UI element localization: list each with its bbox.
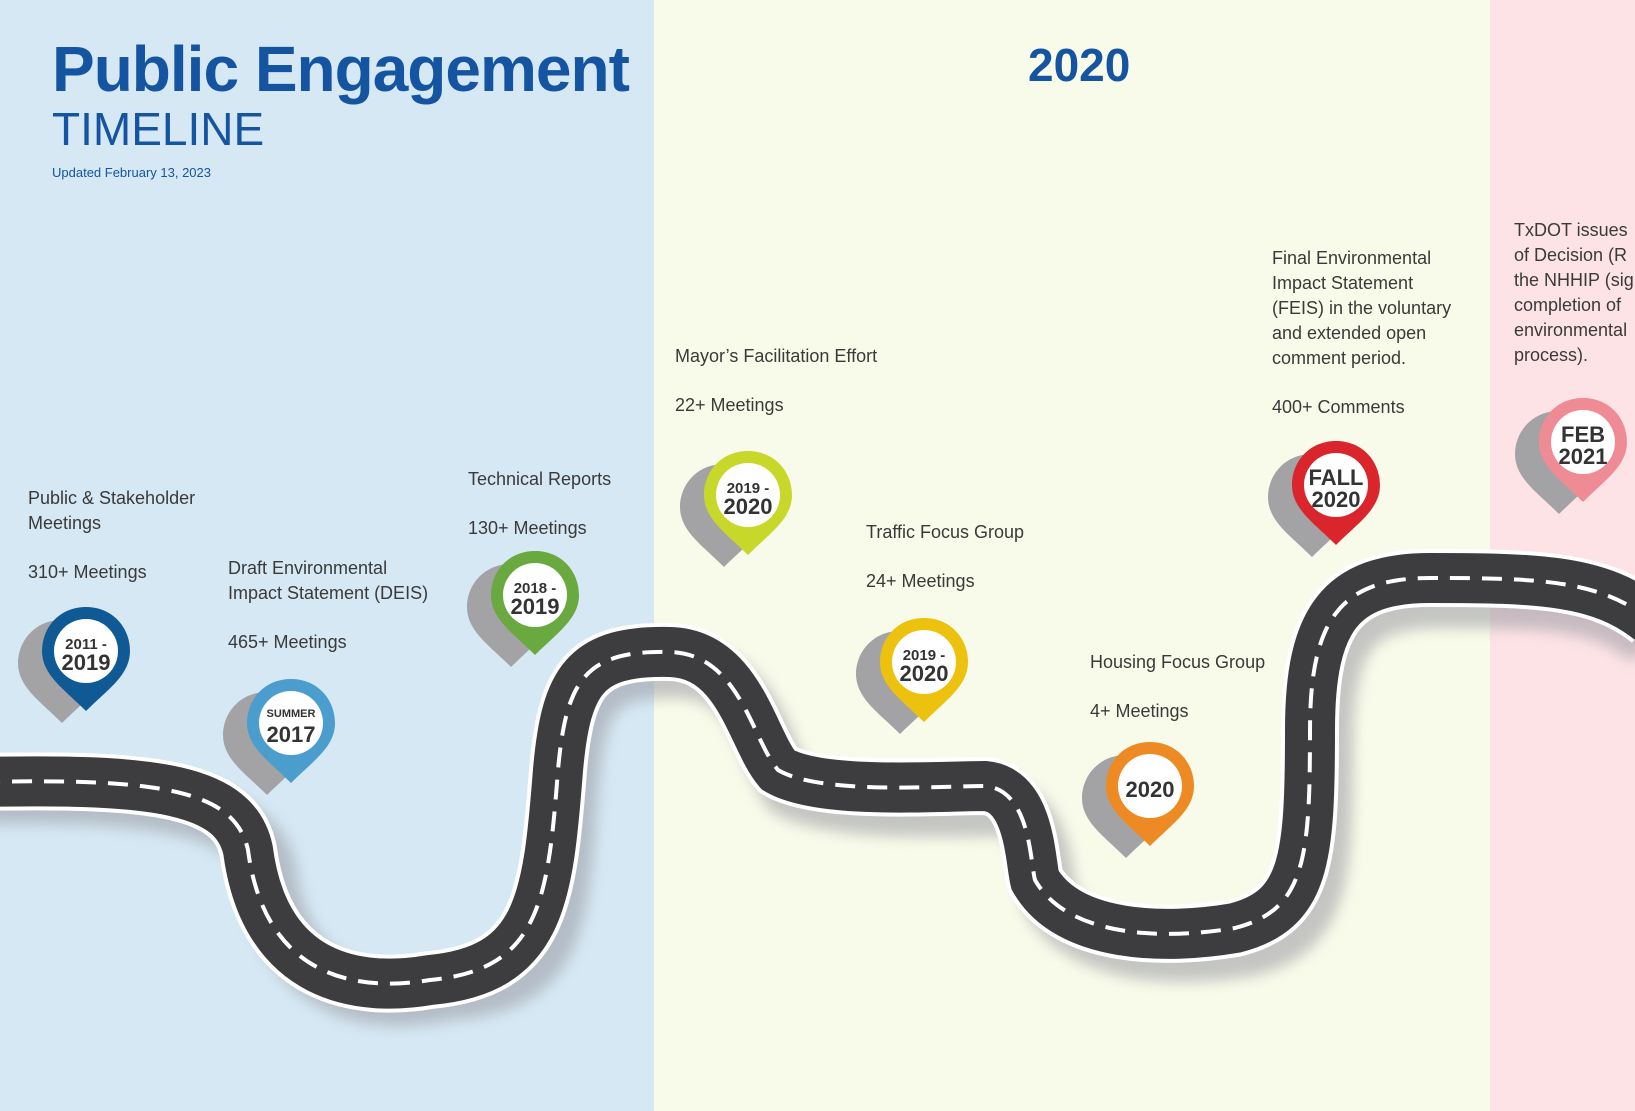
label-mayor-facilitation: Mayor’s Facilitation Effort 22+ Meetings [675, 344, 877, 418]
map-pin-icon [1515, 398, 1627, 514]
label-feis: Final Environmental Impact Statement (FE… [1272, 246, 1451, 420]
label-technical-reports: Technical Reports 130+ Meetings [468, 467, 611, 541]
count-traffic-focus: 24+ Meetings [866, 571, 975, 591]
label-public-stakeholder: Public & Stakeholder Meetings 310+ Meeti… [28, 486, 195, 585]
count-housing-focus: 4+ Meetings [1090, 701, 1189, 721]
year-heading-2020: 2020 [1028, 39, 1131, 91]
map-pin-icon [1268, 441, 1380, 557]
count-public-stakeholder: 310+ Meetings [28, 562, 147, 582]
label-traffic-focus: Traffic Focus Group 24+ Meetings [866, 520, 1024, 594]
pin-badge: 2018 -2019 [510, 579, 560, 619]
pin-technical-reports: 2018 -2019 [467, 551, 601, 691]
pin-public-stakeholder: 2011 -2019 [18, 607, 152, 747]
count-deis: 465+ Meetings [228, 632, 347, 652]
pin-badge: 2019 -2020 [723, 479, 773, 519]
count-feis: 400+ Comments [1272, 397, 1405, 417]
pin-badge: 2020 [1125, 777, 1175, 802]
count-technical-reports: 130+ Meetings [468, 518, 587, 538]
map-pin-icon [680, 451, 792, 567]
pin-mayor-facilitation: 2019 -2020 [680, 451, 814, 591]
map-pin-icon [1082, 742, 1194, 858]
label-record-of-decision: TxDOT issues of Decision (R the NHHIP (s… [1514, 220, 1634, 365]
map-pin-icon [467, 551, 579, 667]
pin-housing-focus: 2020 [1082, 742, 1216, 882]
count-mayor-facilitation: 22+ Meetings [675, 395, 784, 415]
page-subtitle: TIMELINE [52, 103, 265, 155]
map-pin-icon [856, 618, 968, 734]
page-title: Public Engagement [52, 33, 630, 105]
road-lane-markings [0, 575, 1635, 986]
label-deis: Draft Environmental Impact Statement (DE… [228, 556, 428, 655]
map-pin-icon [18, 607, 130, 723]
pin-badge: 2011 -2019 [61, 635, 111, 675]
label-housing-focus: Housing Focus Group 4+ Meetings [1090, 650, 1265, 724]
pin-badge: 2019 -2020 [899, 646, 949, 686]
pin-traffic-focus: 2019 -2020 [856, 618, 990, 758]
updated-date: Updated February 13, 2023 [52, 165, 211, 180]
map-pin-icon [223, 679, 335, 795]
